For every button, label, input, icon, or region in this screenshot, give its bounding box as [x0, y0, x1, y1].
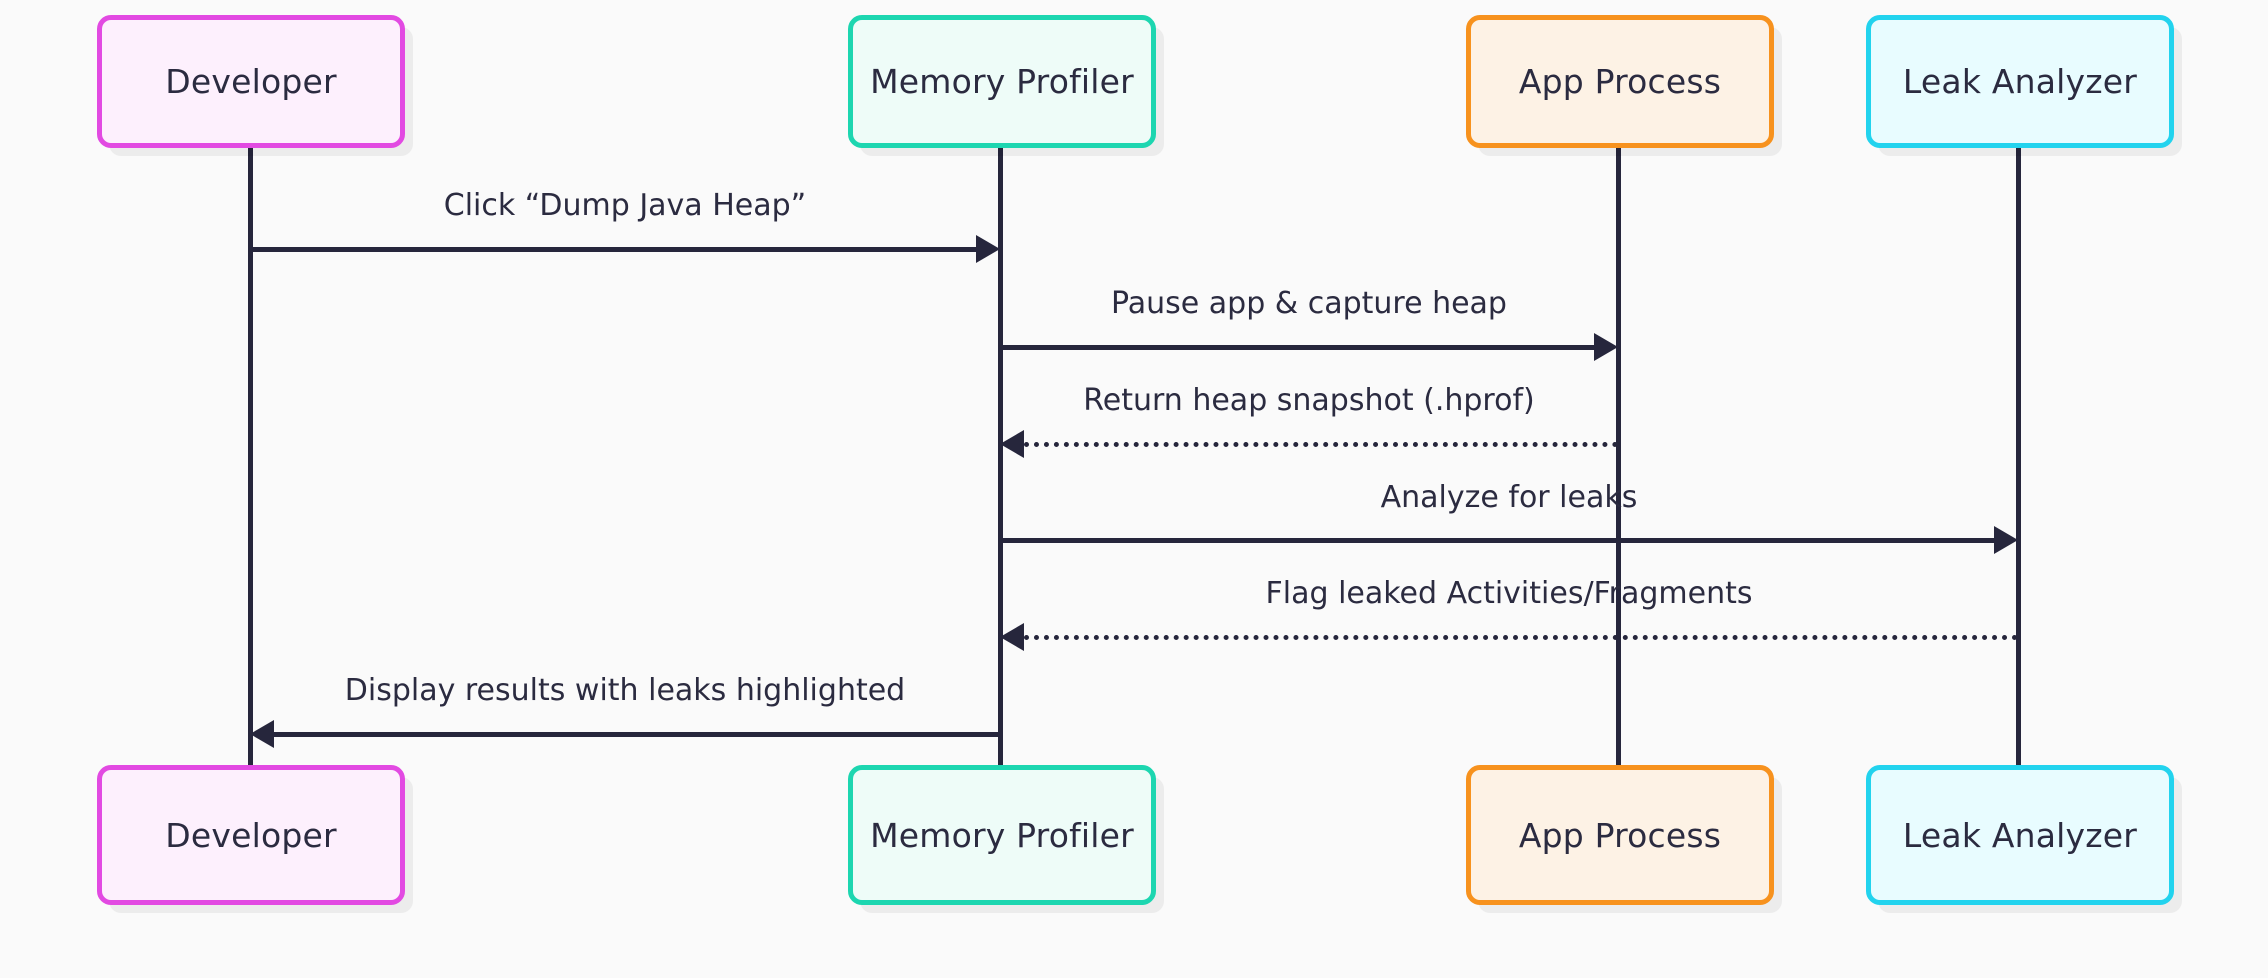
- message-label-msg-5: Flag leaked Activities/Fragments: [1265, 576, 1753, 611]
- arrow-head-msg-4: [1994, 526, 2018, 554]
- message-line-msg-2: [1000, 345, 1594, 350]
- actor-box-app-process-top[interactable]: App Process: [1466, 15, 1774, 148]
- message-label-msg-4: Analyze for leaks: [1380, 480, 1638, 515]
- actor-label-developer: Developer: [165, 815, 337, 855]
- arrow-head-msg-1: [976, 235, 1000, 263]
- actor-label-developer: Developer: [165, 62, 337, 101]
- actor-label-app-process: App Process: [1518, 815, 1722, 855]
- lifeline-developer: [248, 148, 253, 765]
- message-label-msg-6: Display results with leaks highlighted: [344, 673, 906, 708]
- message-label-msg-3: Return heap snapshot (.hprof): [1083, 383, 1535, 418]
- lifeline-leak-analyzer: [2016, 148, 2021, 765]
- message-line-msg-5: [1024, 635, 2018, 640]
- message-label-msg-1: Click “Dump Java Heap”: [443, 188, 807, 223]
- actor-label-leak-analyzer: Leak Analyzer: [1902, 62, 2138, 101]
- message-label-msg-2: Pause app & capture heap: [1111, 286, 1507, 321]
- actor-label-memory-profiler: Memory Profiler: [870, 815, 1134, 855]
- message-line-msg-4: [1000, 538, 1994, 543]
- actor-label-app-process: App Process: [1518, 62, 1722, 101]
- lifeline-app-process: [1616, 148, 1621, 765]
- actor-box-developer-bottom[interactable]: Developer: [97, 765, 405, 905]
- actor-label-leak-analyzer: Leak Analyzer: [1902, 815, 2138, 855]
- arrow-head-msg-3: [1000, 430, 1024, 458]
- actor-label-memory-profiler: Memory Profiler: [870, 62, 1134, 101]
- actor-box-leak-analyzer-bottom[interactable]: Leak Analyzer: [1866, 765, 2174, 905]
- message-line-msg-6: [274, 732, 1000, 737]
- actor-box-memory-profiler-top[interactable]: Memory Profiler: [848, 15, 1156, 148]
- arrow-head-msg-6: [250, 720, 274, 748]
- message-line-msg-1: [250, 247, 976, 252]
- message-line-msg-3: [1024, 442, 1618, 447]
- actor-box-developer-top[interactable]: Developer: [97, 15, 405, 148]
- arrow-head-msg-2: [1594, 333, 1618, 361]
- arrow-head-msg-5: [1000, 623, 1024, 651]
- actor-box-memory-profiler-bottom[interactable]: Memory Profiler: [848, 765, 1156, 905]
- actor-box-leak-analyzer-top[interactable]: Leak Analyzer: [1866, 15, 2174, 148]
- actor-box-app-process-bottom[interactable]: App Process: [1466, 765, 1774, 905]
